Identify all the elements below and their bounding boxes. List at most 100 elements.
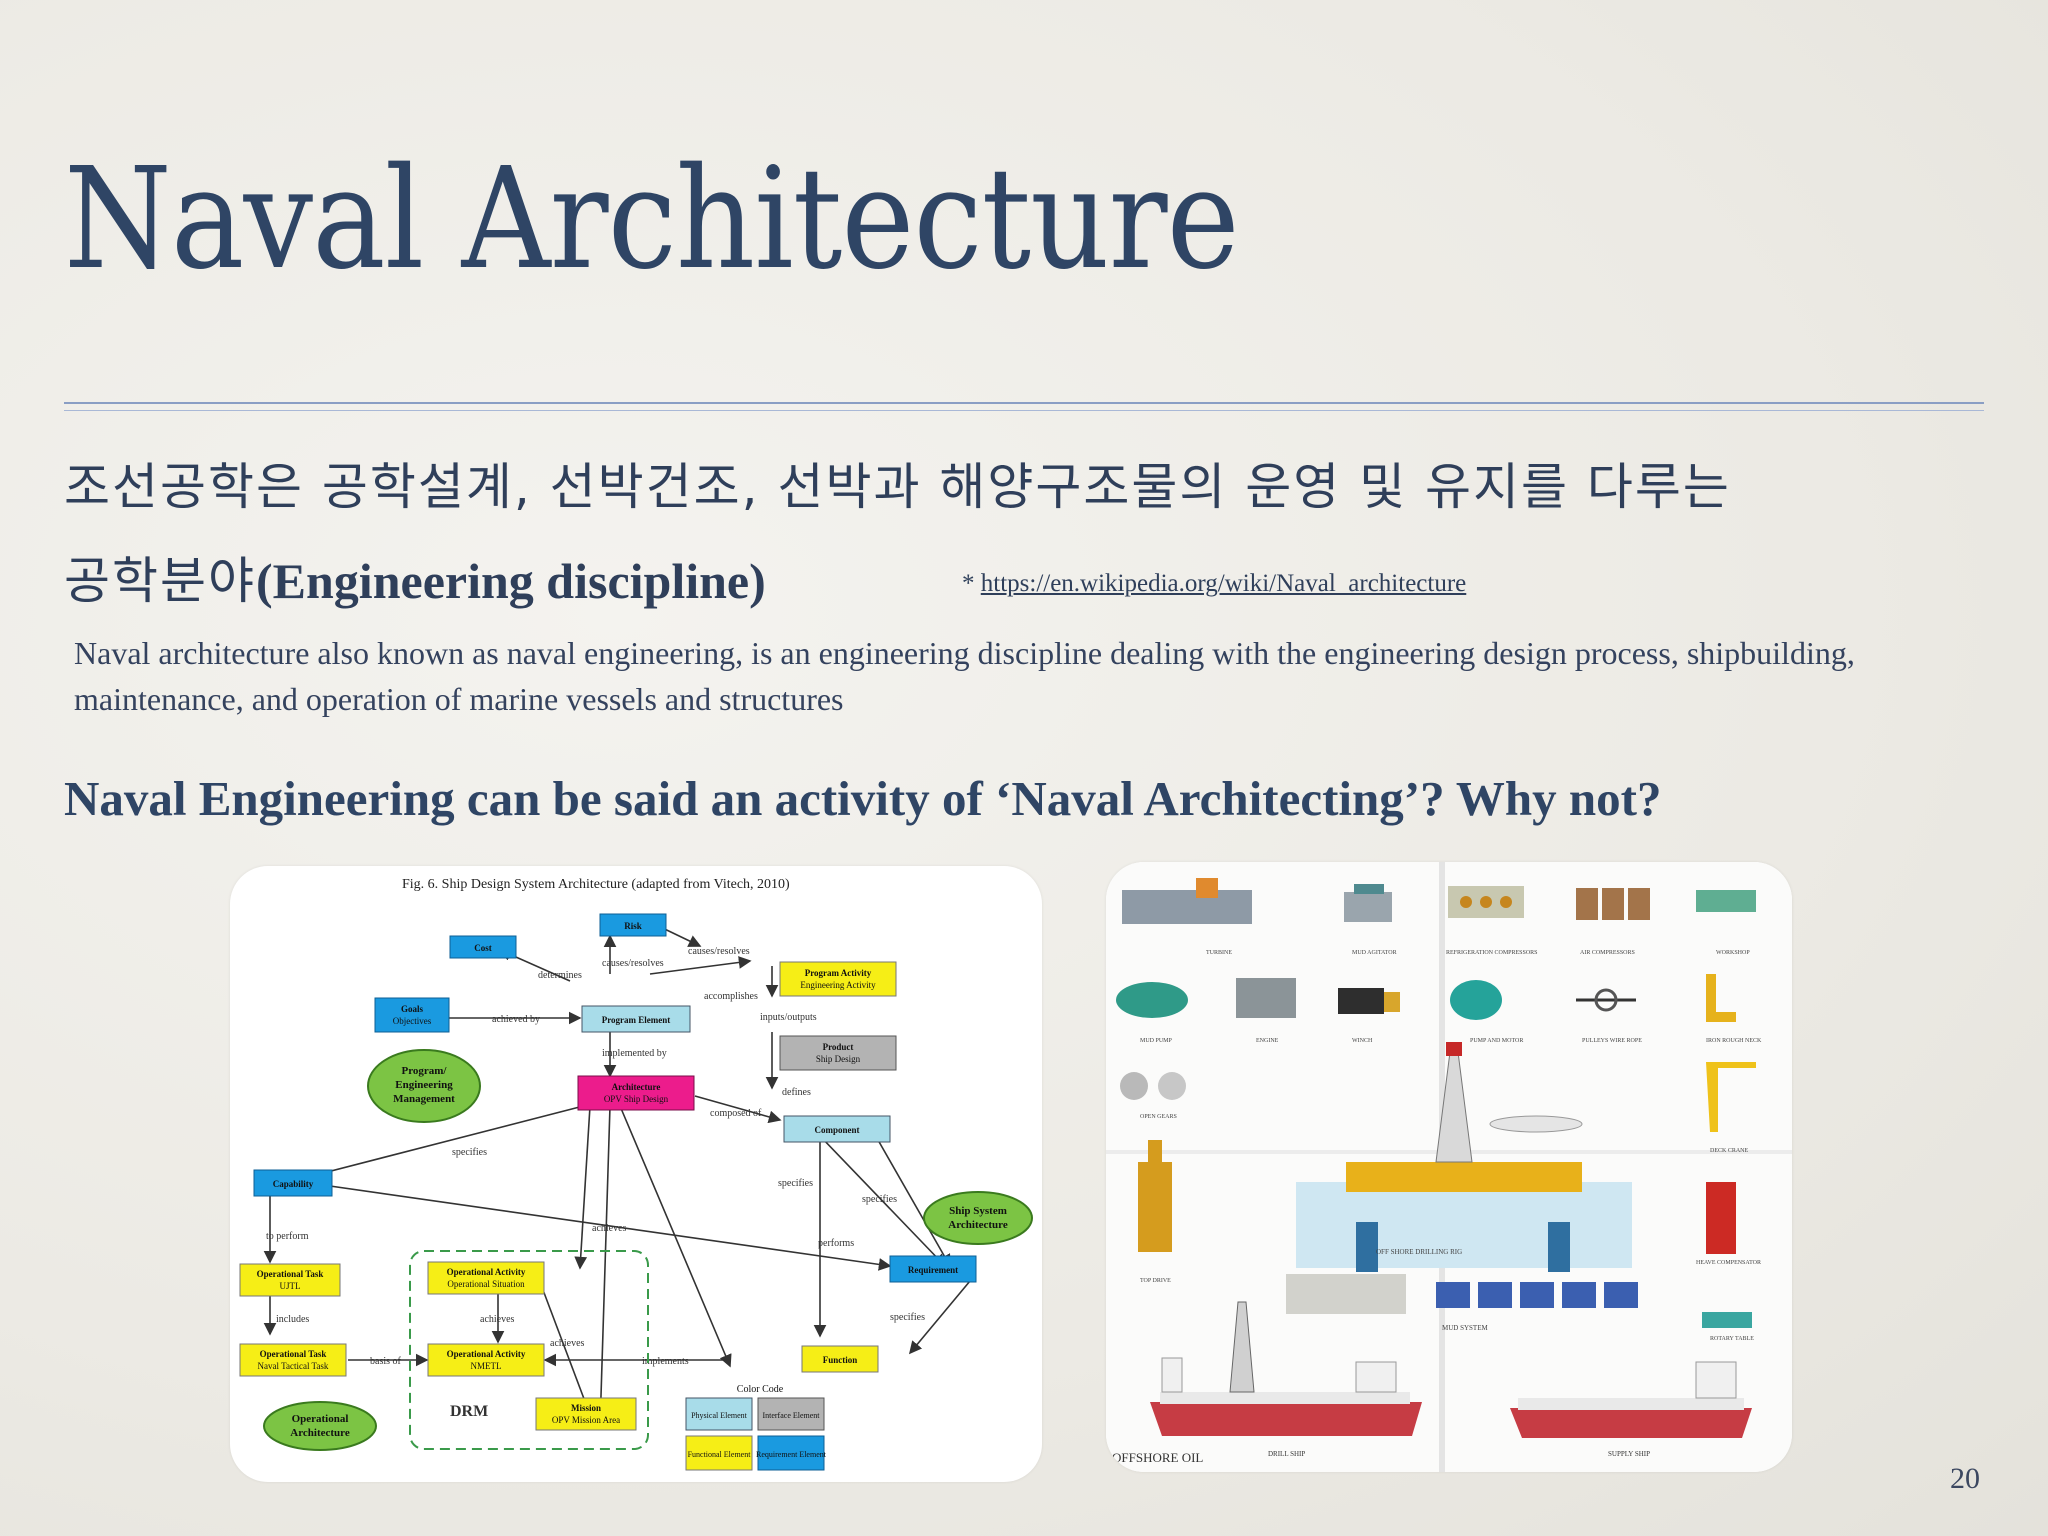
supply-ship <box>1510 1361 1752 1438</box>
edge-causes-resolves-1: causes/resolves <box>602 958 664 969</box>
edge-achieves-1: achieves <box>592 1223 627 1234</box>
label-refrigeration: REFRIGERATION COMPRESSORS <box>1446 950 1538 956</box>
label-open-gears: OPEN GEARS <box>1140 1114 1177 1120</box>
edge-specifies-1: specifies <box>452 1147 487 1158</box>
edge-determines: determines <box>538 970 582 981</box>
drill-ship <box>1150 1301 1422 1436</box>
edge-specifies-2: specifies <box>778 1178 813 1189</box>
node-op-activity-2-sub: NMETL <box>471 1361 502 1371</box>
label-engine: ENGINE <box>1256 1038 1279 1044</box>
legend-physical-label: Physical Element <box>691 1411 748 1420</box>
edge-causes-resolves-2: causes/resolves <box>688 946 750 957</box>
node-ship-system-architecture <box>923 1191 1033 1245</box>
slide-title: Naval Architecture <box>64 138 1240 301</box>
page-number: 20 <box>1950 1462 1980 1495</box>
edge-composed-of: composed of <box>710 1108 762 1119</box>
edge-basis-of: basis of <box>370 1356 402 1367</box>
label-heave-comp: HEAVE COMPENSATOR <box>1696 1260 1761 1266</box>
node-operational-activity-1 <box>427 1261 545 1295</box>
node-cost-label: Cost <box>474 943 492 953</box>
edge-achieved-by: achieved by <box>492 1014 540 1025</box>
korean-term: 공학분야 <box>64 552 256 610</box>
node-capability-label: Capability <box>273 1179 314 1189</box>
legend-interface-label: Interface Element <box>762 1411 820 1420</box>
node-mission-sub: OPV Mission Area <box>552 1415 620 1425</box>
node-program-element-label: Program Element <box>602 1015 671 1025</box>
node-operational-task-1 <box>239 1263 341 1297</box>
label-workshop: WORKSHOP <box>1716 950 1750 956</box>
node-function-label: Function <box>823 1355 858 1365</box>
node-op-task-1-label: Operational Task <box>257 1269 324 1279</box>
node-op-activity-2-label: Operational Activity <box>447 1349 526 1359</box>
figure-caption: Fig. 6. Ship Design System Architecture … <box>402 877 790 892</box>
node-program-management-l3: Management <box>393 1093 455 1105</box>
node-ship-system-l1: Ship System <box>949 1205 1007 1217</box>
label-top-drive: TOP DRIVE <box>1140 1278 1171 1284</box>
equipment-top-row <box>1122 878 1756 924</box>
reference-link[interactable]: https://en.wikipedia.org/wiki/Naval_arch… <box>980 570 1467 597</box>
node-op-task-2-sub: Naval Tactical Task <box>258 1361 329 1371</box>
mud-system <box>1286 1274 1638 1314</box>
equipment-left-column <box>1120 1072 1186 1252</box>
node-program-management <box>367 1049 481 1123</box>
question-heading: Naval Engineering can be said an activit… <box>64 771 1662 826</box>
node-goals-sub: Objectives <box>393 1016 432 1026</box>
drm-boundary <box>409 1250 649 1450</box>
node-cost <box>449 935 517 959</box>
node-mission <box>535 1397 637 1431</box>
reference-prefix: * <box>962 570 981 597</box>
legend-requirement-label: Requirement Element <box>756 1450 827 1459</box>
edge-specifies-4: specifies <box>890 1312 925 1323</box>
edge-includes: includes <box>276 1314 309 1325</box>
drilling-rig <box>1296 1042 1632 1272</box>
edge-achieves-3: achieves <box>550 1338 585 1349</box>
node-program-activity-sub: Engineering Activity <box>800 980 876 990</box>
node-capability <box>253 1169 333 1197</box>
label-drill-ship: DRILL SHIP <box>1268 1450 1305 1458</box>
label-rotary-table: ROTARY TABLE <box>1710 1336 1754 1342</box>
label-offshore-oil: OFFSHORE OIL <box>1112 1450 1203 1465</box>
node-product-label: Product <box>823 1042 854 1052</box>
node-op-activity-1-label: Operational Activity <box>447 1267 526 1277</box>
edge-implements: implements <box>642 1356 689 1367</box>
label-winch: WINCH <box>1352 1038 1373 1044</box>
equipment-right-column <box>1702 1062 1756 1328</box>
node-op-activity-1-sub: Operational Situation <box>447 1279 525 1289</box>
edge-inputs-outputs: inputs/outputs <box>760 1012 817 1023</box>
node-program-management-l2: Engineering <box>395 1079 453 1091</box>
label-deck-crane: DECK CRANE <box>1710 1148 1749 1154</box>
edge-achieves-2: achieves <box>480 1314 515 1325</box>
title-divider-thin <box>64 410 1984 411</box>
edge-implemented-by: implemented by <box>602 1048 667 1059</box>
offshore-rig-drawing: TURBINE MUD AGITATOR REFRIGERATION COMPR… <box>1106 862 1792 1472</box>
title-divider <box>64 402 1984 404</box>
node-program-management-l1: Program/ <box>401 1065 447 1077</box>
node-architecture <box>577 1075 695 1111</box>
description-text: Naval architecture also known as naval e… <box>74 635 1855 717</box>
edge-to-perform: to perform <box>266 1231 309 1242</box>
label-pulleys: PULLEYS WIRE ROPE <box>1582 1038 1642 1044</box>
korean-definition-line1: 조선공학은 공학설계, 선박건조, 선박과 해양구조물의 운영 및 유지를 다루… <box>64 458 1731 516</box>
label-pump-motor: PUMP AND MOTOR <box>1470 1038 1523 1044</box>
drm-label: DRM <box>450 1403 488 1420</box>
node-component-label: Component <box>814 1125 859 1135</box>
node-op-arch-l2: Architecture <box>290 1427 350 1439</box>
label-mud-system: MUD SYSTEM <box>1442 1324 1488 1332</box>
node-requirement-label: Requirement <box>908 1265 958 1275</box>
color-code-title: Color Code <box>737 1384 784 1395</box>
node-requirement <box>889 1255 977 1283</box>
node-op-task-1-sub: UJTL <box>280 1281 301 1291</box>
node-architecture-sub: OPV Ship Design <box>604 1094 669 1104</box>
node-architecture-label: Architecture <box>612 1082 661 1092</box>
label-mud-pump: MUD PUMP <box>1140 1038 1173 1044</box>
equipment-second-row <box>1116 974 1736 1022</box>
node-program-element <box>581 1005 691 1033</box>
node-op-arch-l1: Operational <box>292 1413 349 1425</box>
offshore-rig-illustration: TURBINE MUD AGITATOR REFRIGERATION COMPR… <box>1106 862 1792 1472</box>
node-mission-label: Mission <box>571 1403 601 1413</box>
node-ship-system-l2: Architecture <box>948 1219 1008 1231</box>
label-mud-agitator: MUD AGITATOR <box>1352 950 1397 956</box>
node-operational-task-2 <box>239 1343 347 1377</box>
edge-defines: defines <box>782 1087 811 1098</box>
architecture-diagram: Fig. 6. Ship Design System Architecture … <box>239 877 1033 1471</box>
